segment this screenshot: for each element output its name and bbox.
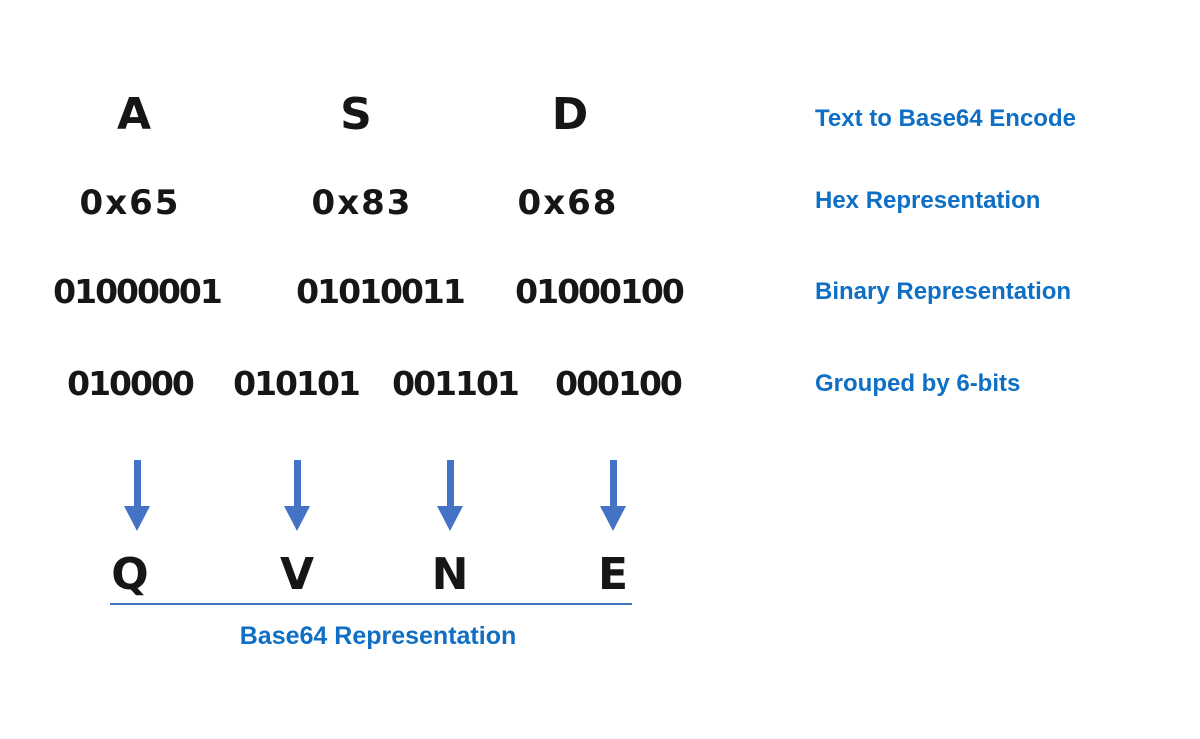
down-arrow-icon — [284, 460, 310, 531]
six-bit-group: 001101 — [392, 364, 520, 403]
six-bit-group: 010101 — [233, 364, 361, 403]
annotation-grouped-by-6-bits: Grouped by 6-bits — [815, 370, 1021, 397]
annotation-text-to-base64: Text to Base64 Encode — [815, 105, 1076, 132]
annotation-base64-representation: Base64 Representation — [239, 622, 517, 650]
down-arrow-icon — [600, 460, 626, 531]
down-arrow-icon — [437, 460, 463, 531]
binary-octet: 01000100 — [515, 272, 685, 311]
base64-char: V — [279, 549, 315, 600]
annotation-hex-representation: Hex Representation — [815, 187, 1041, 214]
six-bit-group: 010000 — [67, 364, 195, 403]
binary-octet: 01000001 — [53, 272, 223, 311]
hex-value: 0x83 — [311, 183, 413, 223]
source-char: S — [340, 89, 372, 140]
base64-underline — [110, 603, 632, 605]
binary-octet: 01010011 — [296, 272, 466, 311]
six-bit-group: 000100 — [555, 364, 683, 403]
source-char: D — [551, 89, 589, 140]
hex-value: 0x68 — [517, 183, 619, 223]
annotation-binary-representation: Binary Representation — [815, 278, 1072, 305]
base64-char: N — [431, 549, 469, 600]
base64-char: Q — [111, 549, 149, 600]
down-arrow-icon — [124, 460, 150, 531]
hex-value: 0x65 — [79, 183, 181, 223]
source-char: A — [116, 89, 152, 140]
base64-char: E — [597, 549, 629, 600]
